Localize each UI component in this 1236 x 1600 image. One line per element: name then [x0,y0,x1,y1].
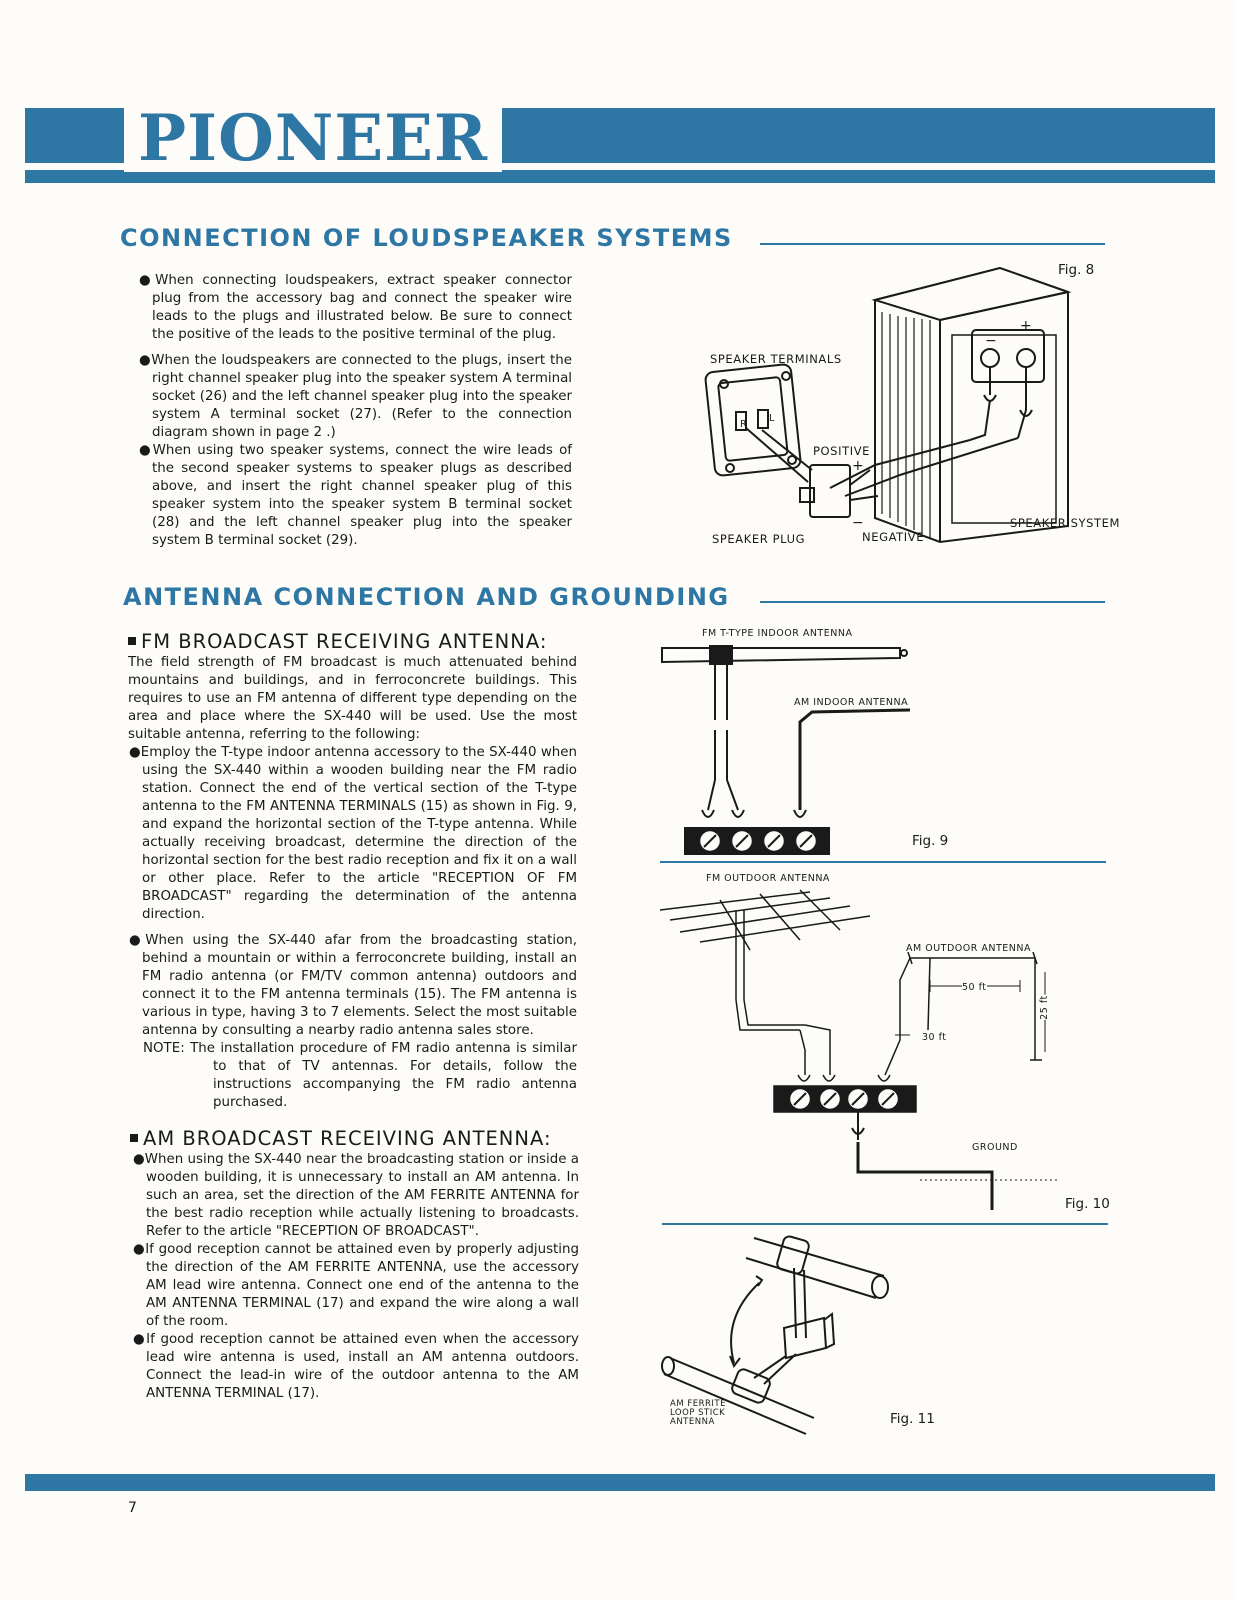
speaker-paragraph-1: ●When connecting loudspeakers, extract s… [139,273,572,342]
section-title-speakers: CONNECTION OF LOUDSPEAKER SYSTEMS [120,224,733,252]
fig8-speaker-diagram [704,266,1072,544]
fig8-r-label: R [740,419,748,430]
page-number: 7 [128,1500,137,1516]
fig8-speaker-plug-label: SPEAKER PLUG [712,532,806,546]
fig11-ferrite-line3: ANTENNA [670,1417,715,1427]
fig8-speaker-system-label: SPEAKER SYSTEM [1010,516,1121,530]
footer-band [25,1474,1215,1491]
fm-bullet-1: ●Employ the T-type indoor antenna access… [129,745,577,922]
fig8-minus-label: − [852,515,865,531]
fig9-indoor-antenna-diagram [661,645,911,855]
fig-divider-1 [660,861,1106,863]
fig-divider-2 [662,1223,1108,1225]
fig8-l-label: L [769,413,775,424]
fm-heading: FM BROADCAST RECEIVING ANTENNA: [128,630,547,653]
fig10-am-outdoor-label: AM OUTDOOR ANTENNA [906,943,1031,954]
fig10-caption: Fig. 10 [1065,1196,1110,1212]
speaker-paragraph-3: ●When using two speaker systems, connect… [139,443,572,548]
fig8-plus-terminal-label: + [1020,318,1033,334]
fig11-caption: Fig. 11 [890,1411,935,1427]
fig11-ferrite-label: AM FERRITE LOOP STICK ANTENNA [670,1400,726,1427]
fig8-plus-label: + [852,458,865,474]
fig9-fm-indoor-label: FM T-TYPE INDOOR ANTENNA [702,628,853,639]
fig9-am-indoor-label: AM INDOOR ANTENNA [794,697,909,708]
fig10-25ft-label: 25 ft [1038,995,1050,1020]
fig10-50ft-label: 50 ft [962,982,987,993]
fig11-ferrite-line1: AM FERRITE [670,1399,726,1409]
section-title-antenna: ANTENNA CONNECTION AND GROUNDING [123,583,730,611]
fig10-outdoor-antenna-diagram [659,889,1060,1210]
fig8-speaker-terminals-label: SPEAKER TERMINALS [710,352,842,366]
fig10-fm-outdoor-label: FM OUTDOOR ANTENNA [706,873,830,884]
header-band-bottom [25,170,1215,183]
brand-logo: PIONEER [124,106,503,172]
fm-bullet-2: ●When using the SX-440 afar from the bro… [129,933,578,1038]
am-bullet-2: ●If good reception cannot be attained ev… [133,1242,580,1329]
fm-note: NOTE: The installation procedure of FM r… [143,1041,577,1110]
fig8-negative-label: NEGATIVE [862,530,925,544]
fm-intro: The field strength of FM broadcast is mu… [128,655,577,742]
section-rule-antenna [760,601,1105,603]
fig11-ferrite-antenna-diagram [661,1235,889,1435]
fig8-positive-label: POSITIVE [813,444,871,458]
fig8-caption: Fig. 8 [1058,262,1095,278]
fig10-ground-label: GROUND [972,1142,1018,1153]
speaker-text: ●When connecting loudspeakers, extract s… [138,272,572,558]
fig10-30ft-label: 30 ft [922,1032,947,1043]
am-bullet-1: ●When using the SX-440 near the broadcas… [133,1152,580,1239]
fm-text: The field strength of FM broadcast is mu… [128,654,577,1120]
section-rule-speakers [760,243,1105,245]
am-heading: AM BROADCAST RECEIVING ANTENNA: [130,1127,552,1150]
speaker-paragraph-2: ●When the loudspeakers are connected to … [139,353,572,440]
am-bullet-3: ●If good reception cannot be attained ev… [133,1332,579,1401]
fig11-ferrite-line2: LOOP STICK [670,1408,726,1418]
fig8-minus-terminal-label: − [985,333,998,349]
am-text: ●When using the SX-440 near the broadcas… [132,1151,579,1411]
fig9-caption: Fig. 9 [912,833,949,849]
